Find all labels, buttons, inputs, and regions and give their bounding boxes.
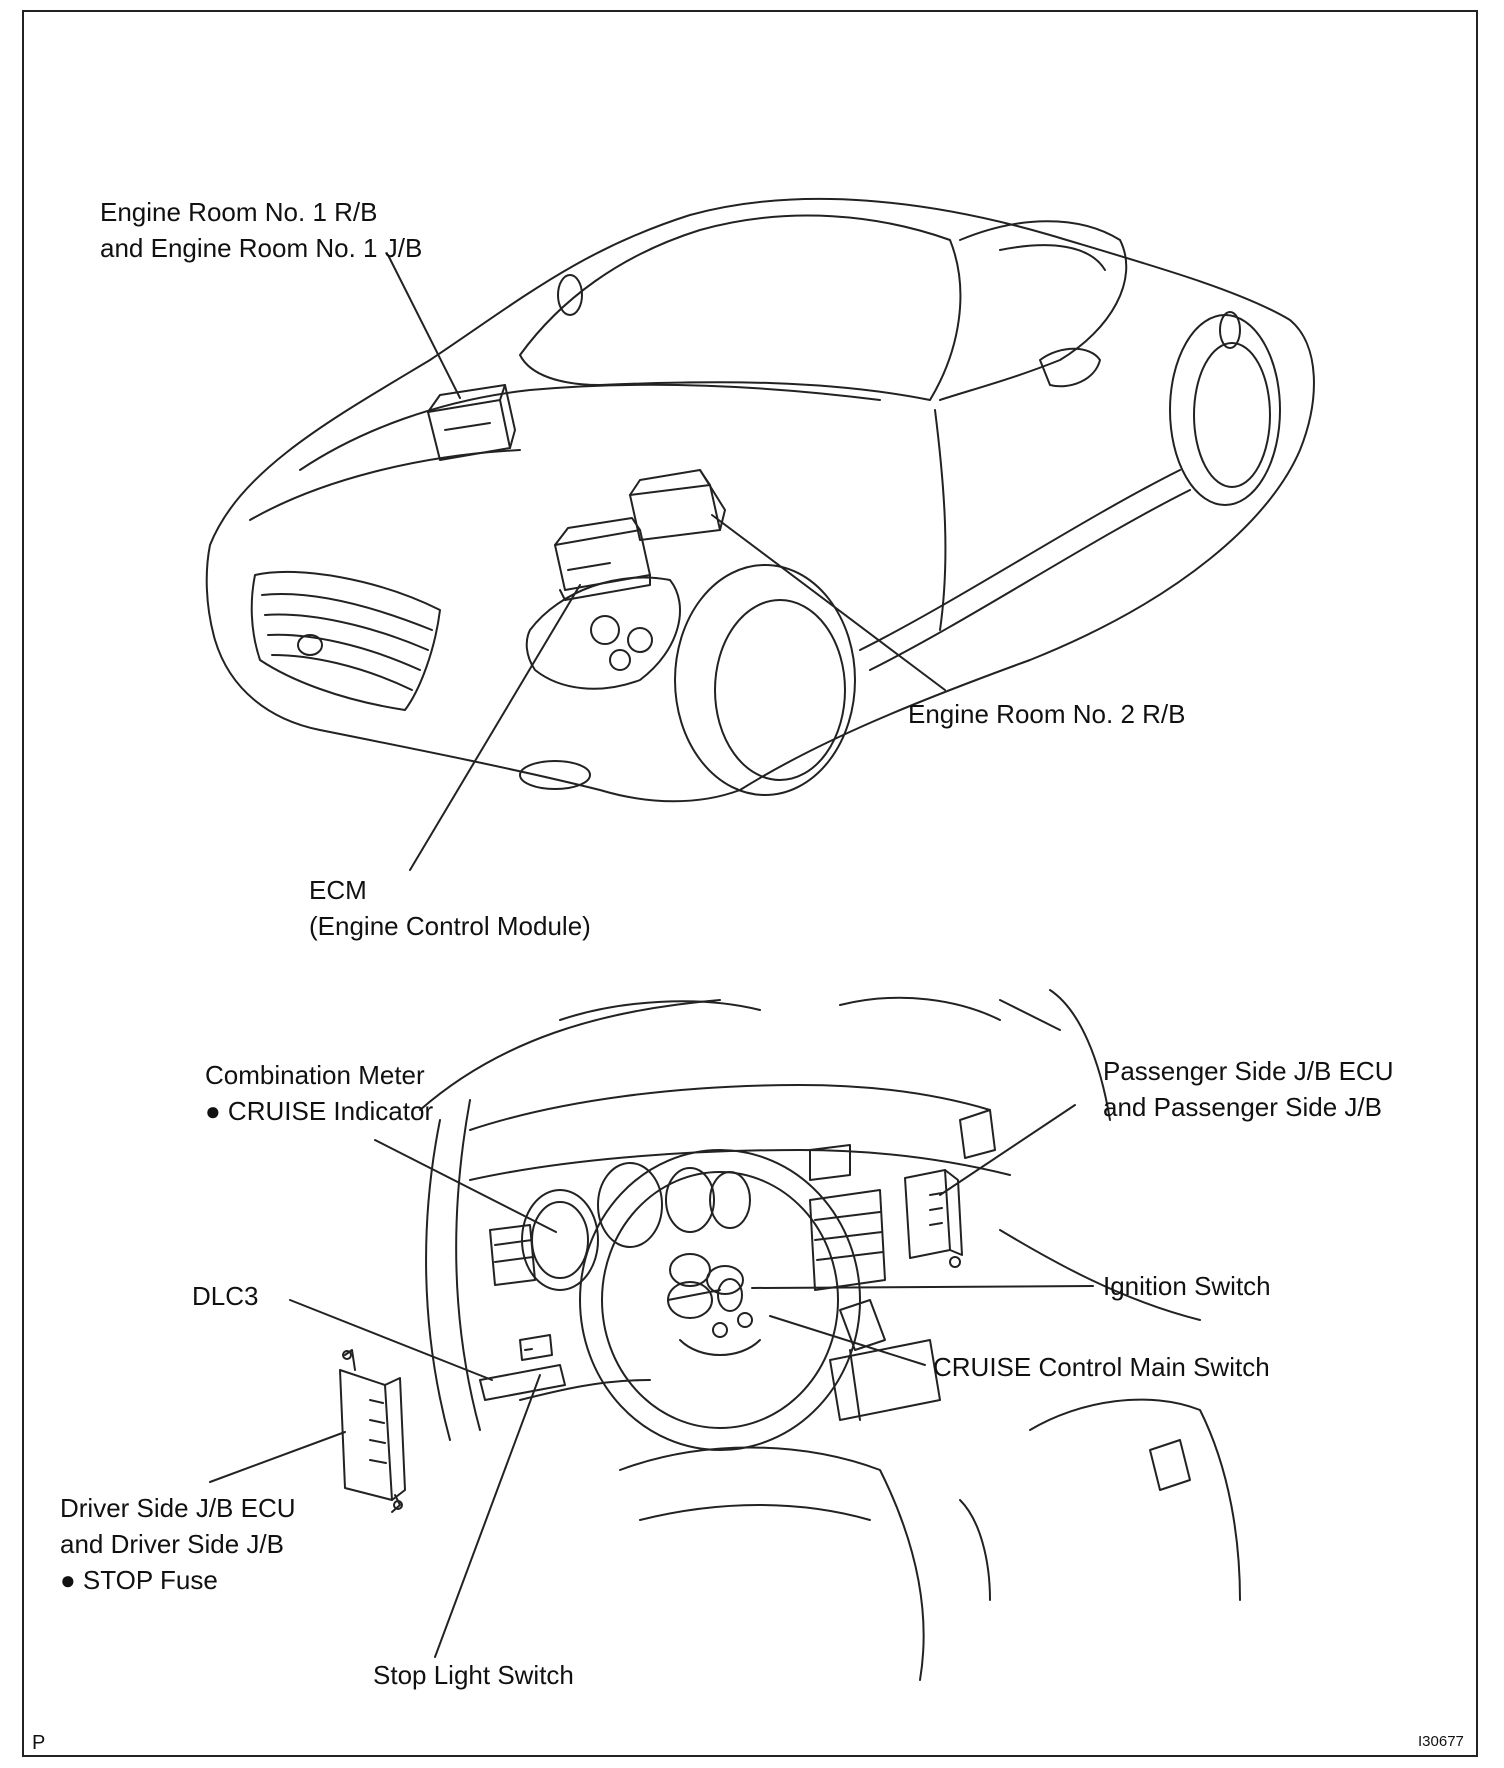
passenger-jb-box bbox=[904, 1169, 963, 1268]
leader-ignition-switch bbox=[751, 1285, 1094, 1289]
label-engine-room-no1: Engine Room No. 1 R/B and Engine Room No… bbox=[100, 194, 422, 266]
label-driver-jb: Driver Side J/B ECU and Driver Side J/B … bbox=[60, 1490, 296, 1598]
label-line: ● STOP Fuse bbox=[60, 1565, 218, 1595]
label-ecm: ECM (Engine Control Module) bbox=[309, 872, 591, 944]
label-line: and Driver Side J/B bbox=[60, 1529, 284, 1559]
corner-mark: P bbox=[32, 1732, 46, 1754]
label-line: ● CRUISE Indicator bbox=[205, 1096, 434, 1126]
label-ignition-switch: Ignition Switch bbox=[1103, 1271, 1271, 1301]
leader-stop-light-switch bbox=[434, 1374, 541, 1658]
label-cruise-main-switch: CRUISE Control Main Switch bbox=[933, 1352, 1270, 1382]
leader-cruise-main-switch bbox=[769, 1315, 926, 1366]
interior-illustration bbox=[419, 989, 1241, 1681]
label-line: and Passenger Side J/B bbox=[1103, 1092, 1382, 1122]
leader-dlc3 bbox=[289, 1299, 493, 1381]
label-line: ECM bbox=[309, 875, 367, 905]
label-line: Passenger Side J/B ECU bbox=[1103, 1056, 1394, 1086]
label-line: Engine Room No. 1 R/B bbox=[100, 197, 378, 227]
engine-room-no2-box bbox=[629, 469, 726, 541]
label-line: and Engine Room No. 1 J/B bbox=[100, 233, 423, 263]
label-dlc3: DLC3 bbox=[192, 1281, 259, 1311]
label-stop-light-switch: Stop Light Switch bbox=[373, 1660, 574, 1690]
leader-passenger-jb bbox=[939, 1104, 1076, 1196]
label-passenger-jb: Passenger Side J/B ECU and Passenger Sid… bbox=[1103, 1053, 1393, 1125]
label-combination-meter: Combination Meter ● CRUISE Indicator bbox=[205, 1057, 433, 1129]
label-line: Driver Side J/B ECU bbox=[60, 1493, 296, 1523]
ignition-switch-part bbox=[667, 1278, 753, 1338]
ecm-box bbox=[554, 517, 651, 601]
label-line: Combination Meter bbox=[205, 1060, 425, 1090]
driver-jb-box bbox=[339, 1349, 406, 1513]
leader-engine-room-1 bbox=[387, 254, 461, 399]
figure-frame bbox=[22, 10, 1478, 1757]
label-engine-room-no2: Engine Room No. 2 R/B bbox=[908, 699, 1186, 729]
label-line: (Engine Control Module) bbox=[309, 911, 591, 941]
figure-id: I30677 bbox=[1418, 1733, 1464, 1750]
leader-driver-jb bbox=[209, 1431, 346, 1483]
leader-engine-room-2 bbox=[711, 514, 946, 691]
leader-ecm bbox=[409, 584, 581, 871]
engine-room-no1-box bbox=[427, 384, 516, 461]
leader-combination-meter bbox=[374, 1139, 557, 1233]
